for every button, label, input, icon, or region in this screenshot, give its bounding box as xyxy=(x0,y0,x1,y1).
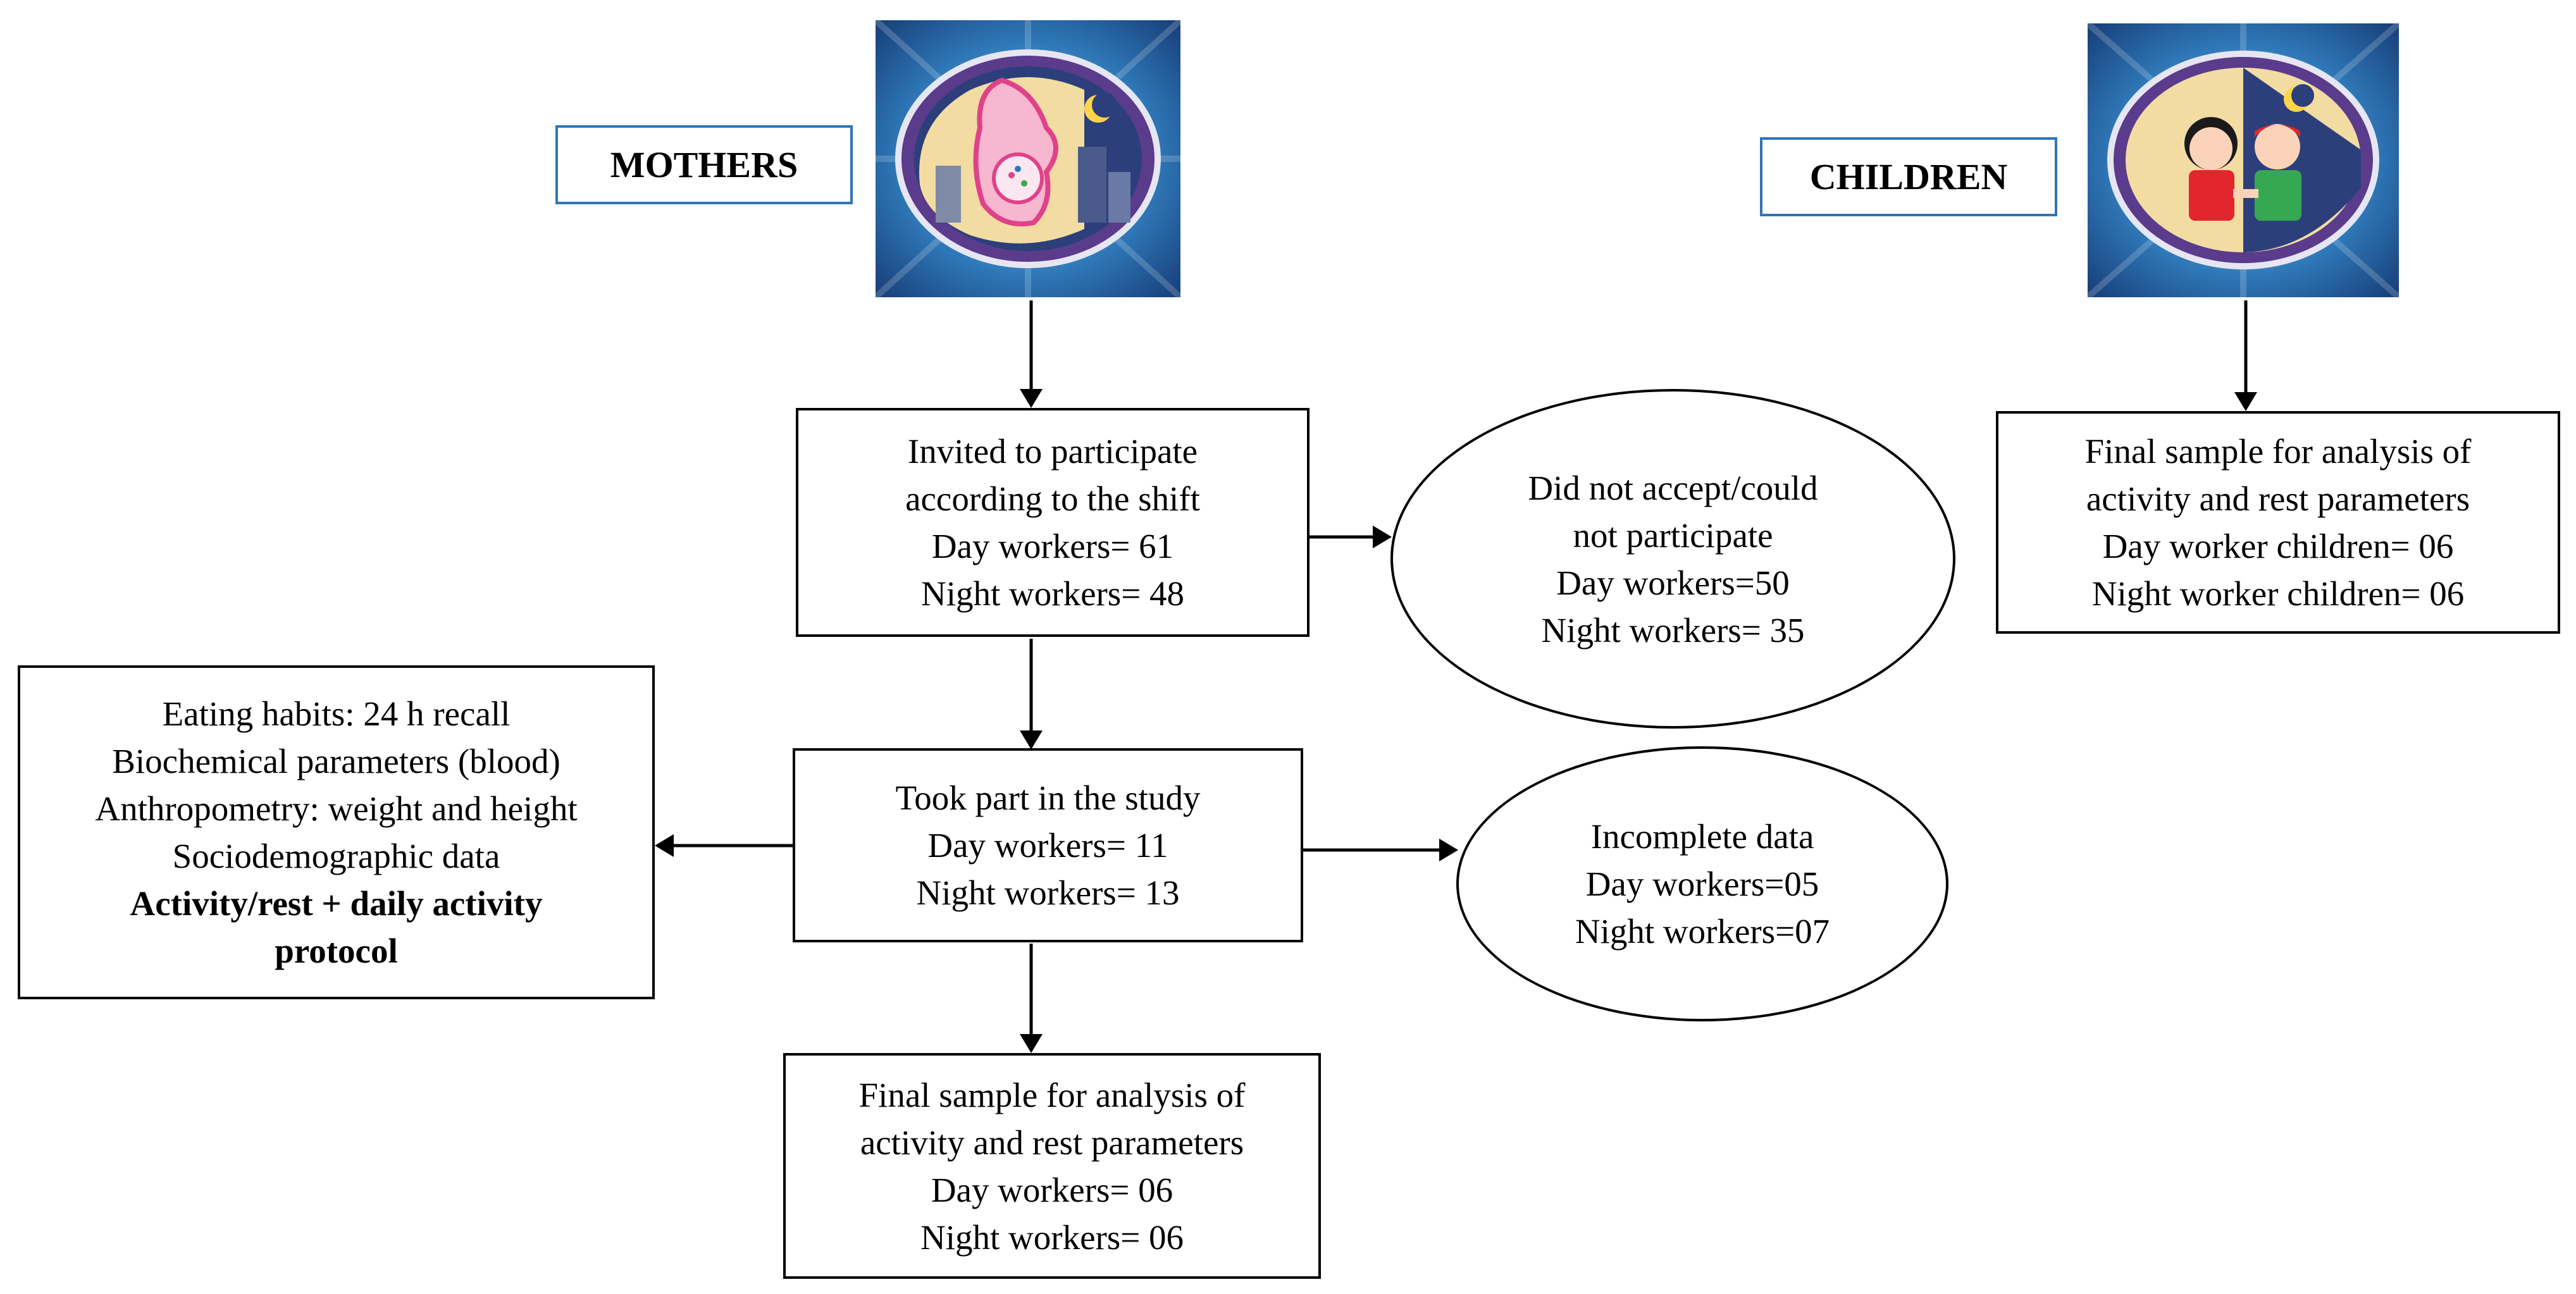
arrowhead-mothers-to-invited xyxy=(1020,389,1043,408)
incomplete-ellipse: Incomplete data Day workers=05 Night wor… xyxy=(1456,746,1948,1021)
measures-protocol: protocol xyxy=(275,932,398,970)
arrowhead-tookpart-to-measures xyxy=(655,834,674,857)
measures-anthropometry: Anthropometry: weight and height xyxy=(95,789,578,828)
declined-line-2: not participate xyxy=(1573,515,1773,555)
children-final-night: Night worker children= 06 xyxy=(2091,574,2465,613)
declined-day-workers: Day workers=50 xyxy=(1556,563,1790,602)
mothers-final-sample-box: Final sample for analysis of activity an… xyxy=(783,1053,1321,1279)
measures-activity-rest: Activity/rest + daily activity xyxy=(130,884,543,923)
children-label: CHILDREN xyxy=(1760,137,2057,216)
declined-night-workers: Night workers= 35 xyxy=(1541,610,1805,650)
incomplete-line-1: Incomplete data xyxy=(1590,817,1814,856)
took-part-box: Took part in the study Day workers= 11 N… xyxy=(793,748,1303,942)
measures-biochemical: Biochemical parameters (blood) xyxy=(112,742,560,780)
children-final-line-1: Final sample for analysis of xyxy=(2084,432,2472,471)
mothers-label-text: MOTHERS xyxy=(610,144,798,185)
declined-ellipse: Did not accept/could not participate Day… xyxy=(1390,389,1955,729)
arrowhead-invited-to-tookpart xyxy=(1020,730,1043,749)
incomplete-day-workers: Day workers=05 xyxy=(1585,865,1819,903)
children-label-text: CHILDREN xyxy=(1809,156,2008,197)
invited-day-workers: Day workers= 61 xyxy=(931,527,1174,565)
measures-eating-habits: Eating habits: 24 h recall xyxy=(162,694,511,733)
invited-line-1: Invited to participate xyxy=(907,432,1198,471)
children-final-line-2: activity and rest parameters xyxy=(2086,479,2470,518)
invited-night-workers: Night workers= 48 xyxy=(921,574,1184,613)
children-final-sample-box: Final sample for analysis of activity an… xyxy=(1996,411,2560,634)
measures-sociodemographic: Sociodemographic data xyxy=(172,837,500,875)
mothers-final-line-2: activity and rest parameters xyxy=(860,1123,1244,1162)
mothers-final-night: Night workers= 06 xyxy=(920,1217,1184,1257)
incomplete-night-workers: Night workers=07 xyxy=(1575,912,1830,951)
mother-project-logo xyxy=(876,20,1180,297)
arrowhead-tookpart-to-incomplete xyxy=(1439,839,1458,861)
invited-box: Invited to participate according to the … xyxy=(796,408,1310,637)
took-part-line-1: Took part in the study xyxy=(895,779,1201,817)
children-final-day: Day worker children= 06 xyxy=(2102,527,2454,565)
arrowhead-tookpart-to-final xyxy=(1020,1034,1043,1053)
declined-line-1: Did not accept/could xyxy=(1528,468,1818,507)
took-part-night-workers: Night workers= 13 xyxy=(916,873,1180,912)
children-project-logo xyxy=(2088,23,2399,297)
mothers-final-day: Day workers= 06 xyxy=(931,1170,1173,1209)
mothers-final-line-1: Final sample for analysis of xyxy=(858,1075,1246,1114)
arrowhead-invited-to-declined xyxy=(1373,526,1392,548)
mothers-label: MOTHERS xyxy=(555,125,853,204)
arrowhead-children-to-final xyxy=(2234,392,2257,411)
invited-line-2: according to the shift xyxy=(905,479,1200,518)
measures-box: Eating habits: 24 h recall Biochemical p… xyxy=(18,665,655,999)
took-part-day-workers: Day workers= 11 xyxy=(927,826,1168,865)
